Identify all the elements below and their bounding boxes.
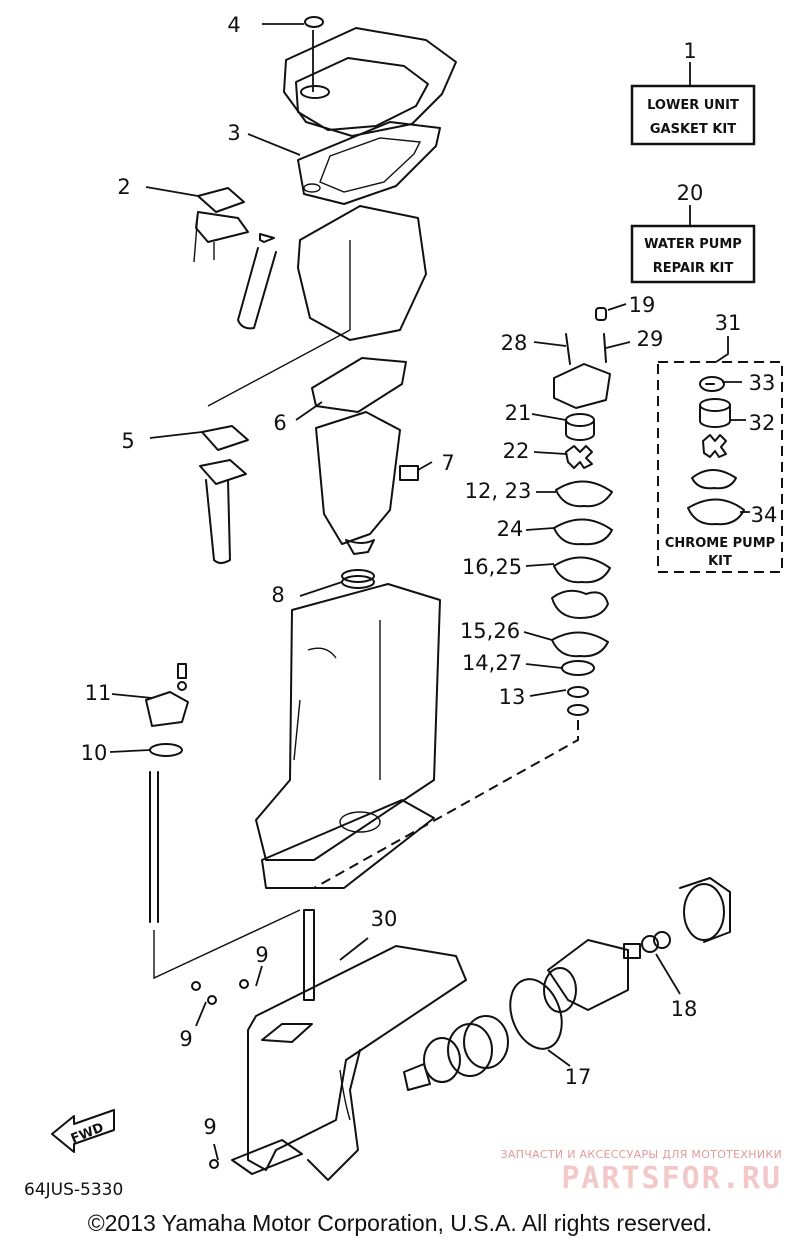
lower-casing [255, 583, 441, 889]
bolts-9 [191, 965, 263, 1169]
cover-plate [283, 27, 457, 137]
callout-31: 31 [715, 311, 742, 335]
upper-gasket-3 [247, 121, 441, 205]
callout-5: 5 [121, 429, 134, 453]
callout-12-23: 12, 23 [465, 479, 532, 503]
watermark-tagline: ЗАПЧАСТИ И АКСЕССУАРЫ ДЛЯ МОТОТЕХНИКИ [500, 1148, 782, 1161]
callout-labels: 1 2 3 4 5 6 7 8 9 9 9 10 11 13 14,27 15,… [81, 13, 778, 1139]
callout-17: 17 [565, 1065, 592, 1089]
watermark-brand: PARTSFOR.RU [561, 1161, 782, 1196]
callout-29: 29 [637, 327, 664, 351]
upper-casing [237, 205, 427, 341]
propeller-shaft-parts [403, 877, 731, 1091]
callout-9-lower: 9 [203, 1115, 216, 1139]
lower-unit-kit-line1: LOWER UNIT [647, 98, 739, 113]
callout-8: 8 [271, 583, 284, 607]
callout-18: 18 [671, 997, 698, 1021]
callout-3: 3 [227, 121, 240, 145]
callout-10: 10 [81, 741, 108, 765]
water-pump-kit-line2: REPAIR KIT [653, 261, 734, 276]
callout-16-25: 16,25 [462, 555, 522, 579]
watermark: ЗАПЧАСТИ И АКСЕССУАРЫ ДЛЯ МОТОТЕХНИКИ PA… [500, 1148, 782, 1196]
intermediate-housing [315, 411, 433, 555]
lower-unit-gasket-kit-box: LOWER UNIT GASKET KIT [630, 62, 756, 146]
callout-15-26: 15,26 [460, 619, 520, 643]
fwd-arrow-icon: FWD [51, 1109, 115, 1153]
chrome-pump-kit-line1: CHROME PUMP [665, 536, 775, 551]
callout-11: 11 [85, 681, 112, 705]
callout-30: 30 [371, 907, 398, 931]
water-pump-stack [313, 303, 631, 889]
callout-22: 22 [503, 439, 530, 463]
chrome-pump-kit-box: CHROME PUMP KIT [657, 336, 783, 573]
seal-8 [299, 569, 375, 597]
gearcase [231, 909, 467, 1181]
washer-4 [262, 16, 324, 28]
callout-14-27: 14,27 [462, 651, 522, 675]
callout-2: 2 [117, 175, 130, 199]
water-pump-repair-kit-box: WATER PUMP REPAIR KIT [630, 205, 756, 284]
callout-4: 4 [227, 13, 240, 37]
callout-9-upper: 9 [255, 943, 268, 967]
callout-6: 6 [273, 411, 286, 435]
callout-20: 20 [677, 181, 704, 205]
callout-1: 1 [683, 39, 696, 63]
callout-19: 19 [629, 293, 656, 317]
gasket-6 [295, 357, 407, 421]
callout-34: 34 [751, 503, 778, 527]
chrome-pump-kit-line2: KIT [708, 554, 732, 569]
lower-unit-kit-line2: GASKET KIT [650, 122, 736, 137]
water-tube-assembly [149, 329, 351, 564]
callout-13: 13 [499, 685, 526, 709]
callout-33: 33 [749, 371, 776, 395]
water-pump-kit-line1: WATER PUMP [644, 237, 742, 252]
callout-9-left: 9 [179, 1027, 192, 1051]
plate-2 [145, 186, 249, 263]
callout-7: 7 [441, 451, 454, 475]
callout-32: 32 [749, 411, 776, 435]
callout-28: 28 [501, 331, 528, 355]
drive-shaft [109, 663, 301, 980]
copyright-notice: ©2013 Yamaha Motor Corporation, U.S.A. A… [87, 1210, 713, 1236]
diagram-code: 64JUS-5330 [24, 1180, 124, 1200]
callout-24: 24 [497, 517, 524, 541]
callout-21: 21 [505, 401, 532, 425]
